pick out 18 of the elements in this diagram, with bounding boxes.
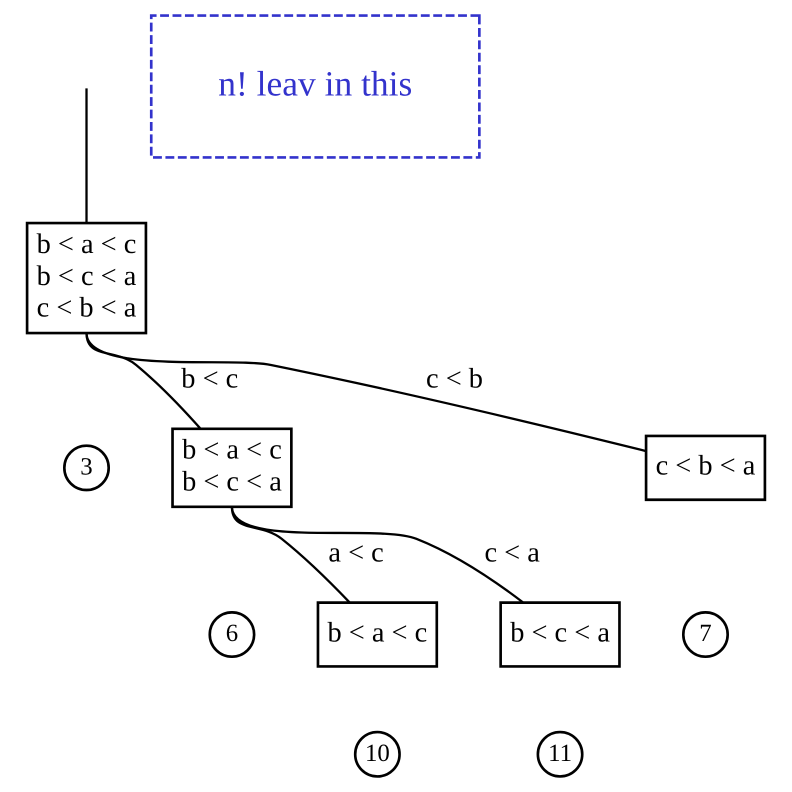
connector xyxy=(85,332,646,452)
node-circle: 10 xyxy=(354,730,401,778)
edge-label: a < c xyxy=(328,537,384,568)
connector xyxy=(230,506,524,604)
node-box: n! leav in this xyxy=(150,14,481,159)
node-circle: 6 xyxy=(208,611,256,658)
node-box: c < b < a xyxy=(644,434,766,502)
connector xyxy=(85,88,88,223)
node-box: b < a < c xyxy=(316,601,438,668)
node-circle: 3 xyxy=(63,444,110,492)
node-circle: 11 xyxy=(536,730,584,778)
edge-label: c < b xyxy=(426,364,483,395)
node-box: b < c < a xyxy=(499,601,621,668)
edge-label: b < c xyxy=(181,364,238,395)
edge-label: c < a xyxy=(484,537,540,568)
node-circle: 7 xyxy=(682,611,729,658)
node-box: b < a < c b < c < a c < b < a xyxy=(26,222,148,334)
node-box: b < a < c b < c < a xyxy=(171,427,293,508)
